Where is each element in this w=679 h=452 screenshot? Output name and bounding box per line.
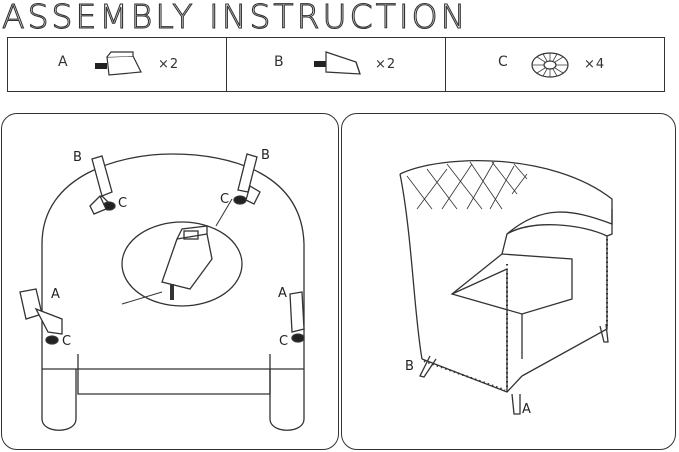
part-c-cell: C ×4 (446, 38, 664, 91)
part-c-quantity: ×4 (584, 57, 606, 72)
label-b-right: B (261, 148, 270, 163)
armchair-drawing (399, 160, 613, 415)
page-title: ASSEMBLY INSTRUCTION (1, 0, 469, 36)
label-c-left-bottom: C (62, 334, 72, 349)
part-a-cell: A ×2 (8, 38, 227, 91)
part-a-quantity: ×2 (158, 57, 180, 72)
part-b-cell: B ×2 (227, 38, 446, 91)
label-c-left-top: C (118, 196, 128, 211)
base-assembly-panel: B B C C A A C C (1, 113, 339, 450)
assembled-chair-panel: B A (341, 113, 676, 450)
label-a-left: A (51, 287, 60, 302)
label-c-right-top: C (220, 192, 230, 207)
label-b-left: B (73, 150, 82, 165)
label-a-right: A (278, 286, 287, 301)
part-a-letter: A (58, 54, 68, 70)
label-leg-b: B (405, 359, 414, 374)
wooden-leg-a-icon (95, 51, 142, 76)
washer-c-icon (531, 52, 569, 78)
part-b-quantity: ×2 (375, 57, 397, 72)
parts-table: A ×2 B ×2 C ×4 (7, 37, 665, 92)
part-b-letter: B (274, 54, 284, 70)
part-c-letter: C (498, 54, 508, 70)
base-assembly-drawing (19, 153, 305, 431)
label-leg-a: A (522, 402, 531, 417)
label-c-right-bottom: C (279, 334, 289, 349)
wooden-leg-b-icon (314, 51, 361, 75)
